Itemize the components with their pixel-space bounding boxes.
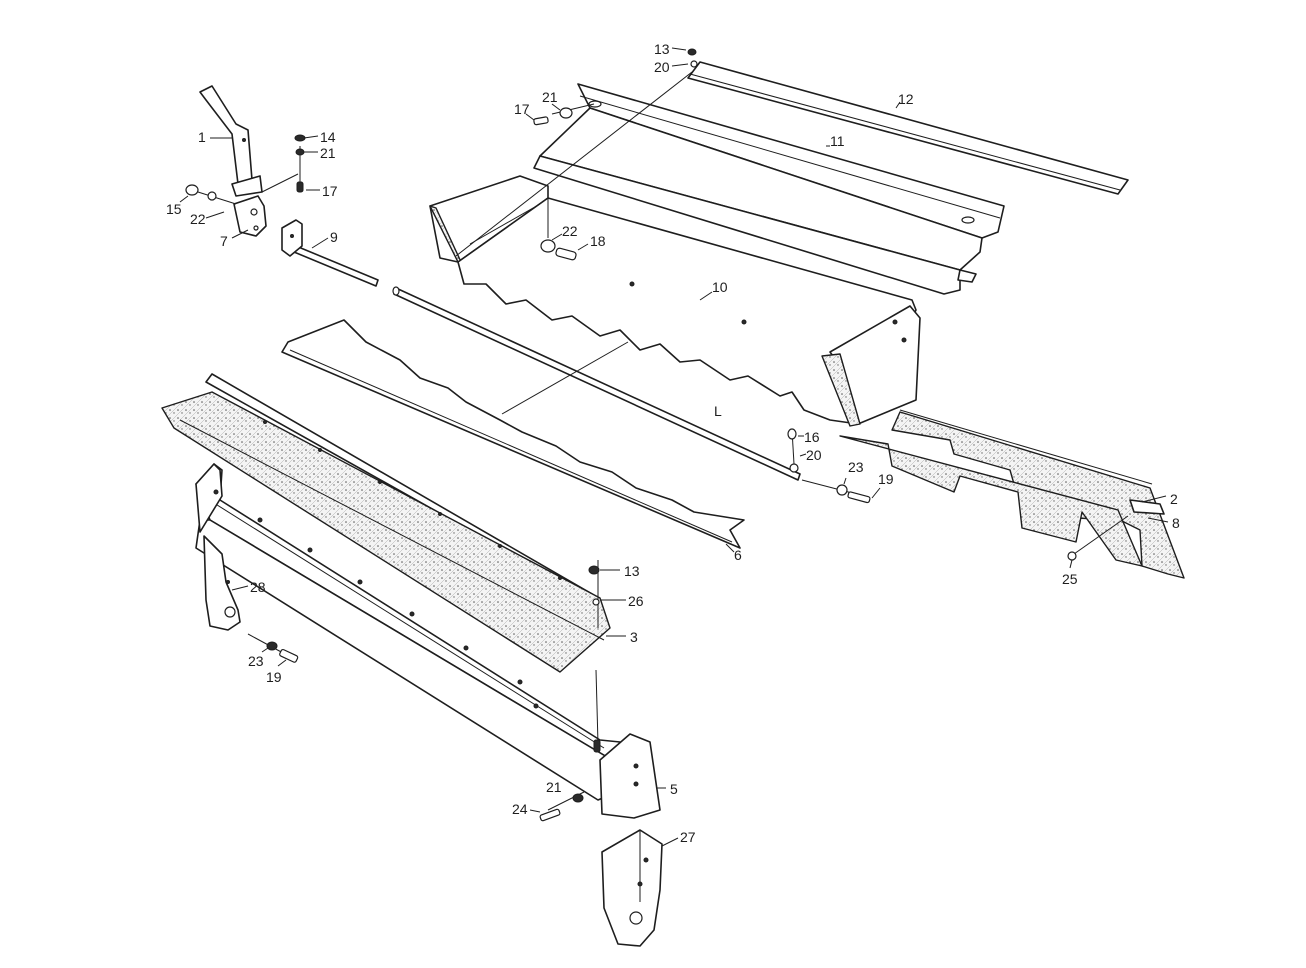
callout-14: 14 — [320, 129, 336, 145]
callout-27: 27 — [680, 829, 696, 845]
callout-labels: 1 2 3 L 5 6 7 8 9 10 11 12 13 13 14 15 1… — [166, 41, 1180, 845]
callout-1: 1 — [198, 129, 206, 145]
part-3-long-plate — [161, 373, 611, 673]
callout-3: 3 — [630, 629, 638, 645]
callout-leaders — [179, 47, 1169, 847]
callout-23-right: 23 — [848, 459, 864, 475]
callout-15: 15 — [166, 201, 182, 217]
callout-10: 10 — [712, 279, 728, 295]
part-11-channel-tray — [533, 83, 1005, 295]
part-27-bottom-bracket — [601, 829, 663, 947]
callout-5: 5 — [670, 781, 678, 797]
hardware — [185, 48, 1077, 822]
callout-16: 16 — [804, 429, 820, 445]
callout-13-top: 13 — [654, 41, 670, 57]
callout-20-top: 20 — [654, 59, 670, 75]
callout-18: 18 — [590, 233, 606, 249]
callout-19-left: 19 — [266, 669, 282, 685]
callout-7: 7 — [220, 233, 228, 249]
callout-25: 25 — [1062, 571, 1078, 587]
callout-9: 9 — [330, 229, 338, 245]
callout-21-rail: 21 — [546, 779, 562, 795]
part-6-notched-plate — [281, 319, 745, 549]
callout-11: 11 — [830, 133, 845, 149]
callout-13-mid: 13 — [624, 563, 640, 579]
callout-8: 8 — [1172, 515, 1180, 531]
part-9-rod — [293, 245, 801, 481]
callout-23-left: 23 — [248, 653, 264, 669]
part-2-right-plate — [839, 409, 1185, 579]
callout-19-right: 19 — [878, 471, 894, 487]
callout-22-left: 22 — [190, 211, 206, 227]
callout-17-handle: 17 — [322, 183, 338, 199]
callout-L: L — [714, 403, 722, 419]
part-12-cover-strip — [687, 61, 1129, 195]
callout-24: 24 — [512, 801, 528, 817]
callout-21-tray: 21 — [542, 89, 558, 105]
callout-17-tray: 17 — [514, 101, 530, 117]
callout-26: 26 — [628, 593, 644, 609]
part-28-left-bracket — [203, 535, 241, 631]
callout-2: 2 — [1170, 491, 1178, 507]
callout-22-mid: 22 — [562, 223, 578, 239]
callout-21-handle: 21 — [320, 145, 336, 161]
callout-12: 12 — [898, 91, 914, 107]
part-5-long-rail — [195, 463, 661, 819]
callout-6: 6 — [734, 547, 742, 563]
part-1-handle — [199, 85, 263, 197]
part-7-bracket — [233, 195, 303, 257]
callout-20-rod: 20 — [806, 447, 822, 463]
callout-28: 28 — [250, 579, 266, 595]
